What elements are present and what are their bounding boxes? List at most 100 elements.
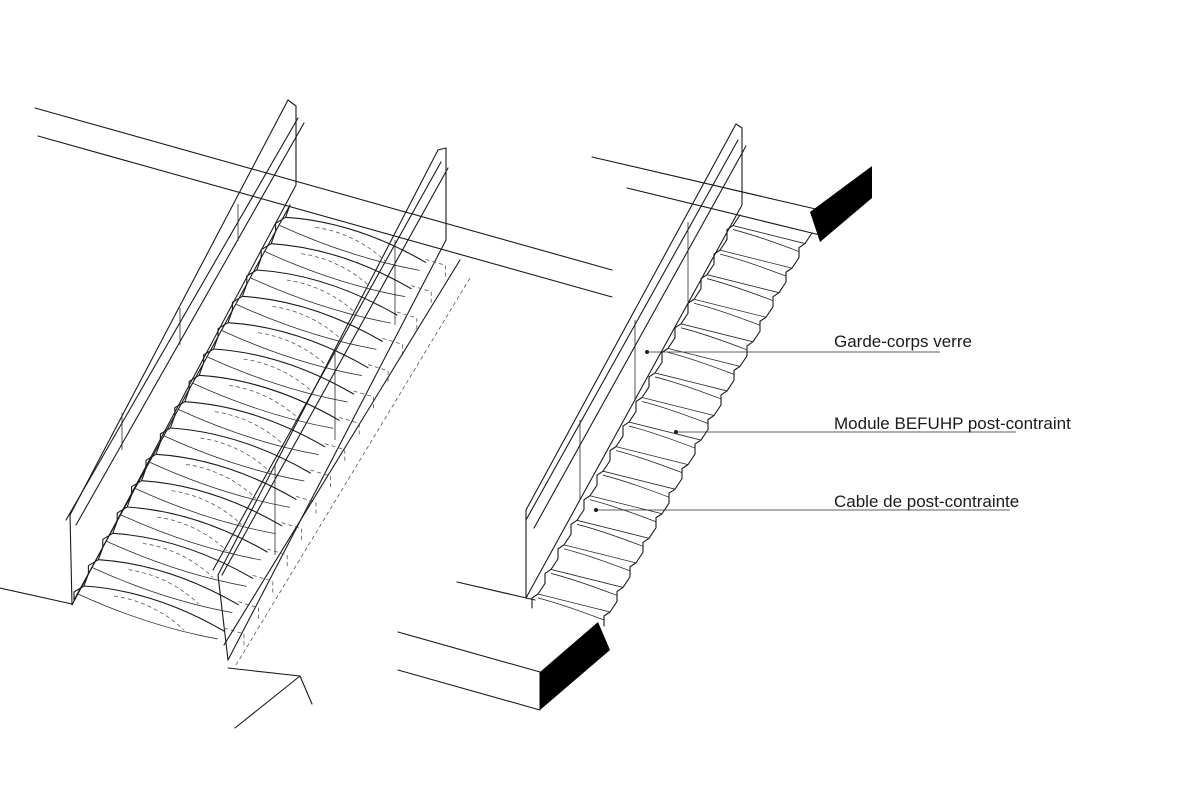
cable-line [693, 302, 761, 326]
lower-slab-outline [227, 667, 313, 705]
stair-tread-edge [589, 495, 663, 515]
cable-line [563, 548, 631, 572]
stair-profile-back [531, 214, 741, 609]
hidden-underside-line [238, 601, 259, 622]
stair-step-nosing [145, 441, 161, 469]
stair-step-nosing [203, 336, 219, 364]
stair-step-nosing [131, 467, 147, 496]
lower-slab-section [540, 622, 610, 710]
hidden-underside-line [425, 258, 446, 280]
stair-tread-edge [184, 401, 326, 448]
cable-line [537, 597, 605, 621]
stair-tread-edge [641, 397, 715, 416]
cable-line [628, 425, 696, 449]
stair-tread-curve [149, 461, 291, 508]
hidden-underside-line [295, 495, 317, 517]
right-stair [397, 123, 872, 711]
stair-tread-edge [563, 544, 637, 564]
hidden-cable-line [272, 305, 343, 341]
stair-tread-curve [92, 567, 233, 614]
upper-slab-edge-2 [626, 187, 821, 236]
label-module: Module BEFUHP post-contraint [834, 414, 1071, 433]
cable-line [550, 573, 618, 596]
hidden-cable-line [315, 226, 386, 262]
stair-tread-edge [213, 348, 355, 395]
stair-tread-edge [112, 532, 254, 579]
stair-tread-edge [155, 453, 297, 500]
hidden-underside-line [252, 574, 274, 596]
stair-tread-curve [106, 540, 247, 587]
lower-slab-outline [397, 631, 541, 711]
stair-tread-edge [719, 249, 793, 269]
handrail-left-inner [75, 122, 305, 526]
stair-step-nosing [87, 546, 104, 575]
stair-tread-edge [654, 372, 728, 392]
stair-step-nosing [275, 204, 291, 232]
stair-tread-edge [141, 480, 283, 527]
stair-tread-edge [693, 298, 767, 318]
stair-tread-edge [285, 216, 427, 263]
stair-tread-edge [227, 322, 369, 369]
stair-stringer-right [223, 259, 461, 646]
cable-line [589, 499, 657, 523]
stair-tread-edge [628, 421, 702, 441]
hidden-cable-line [286, 279, 358, 315]
cable-line [719, 253, 787, 277]
stair-tread-edge [169, 427, 311, 474]
stair-tread-curve [236, 303, 377, 350]
stair-step-nosing [246, 257, 262, 285]
stair-tread-curve [164, 435, 305, 482]
stair-step-nosing [231, 283, 248, 311]
stair-step-nosing [116, 494, 133, 522]
stair-tread-curve [250, 277, 391, 324]
stair-tread-edge [270, 243, 412, 290]
stair-tread-edge [537, 593, 611, 613]
hidden-cable-line [128, 569, 199, 604]
stair-tread-curve [221, 330, 363, 377]
stair-tread-edge [680, 323, 754, 343]
handrail-left-outer [65, 117, 299, 521]
hidden-underside-line [310, 469, 331, 490]
cable-line [576, 523, 644, 547]
stair-step-nosing [260, 230, 277, 259]
stair-tread-edge [83, 585, 225, 632]
lower-slab-edge-2 [234, 675, 301, 729]
stair-step-nosing [102, 520, 118, 548]
hidden-cable-line [257, 332, 329, 367]
stair-step-nosing [188, 362, 205, 390]
upper-slab-edge-1 [34, 107, 613, 271]
cable-line [732, 229, 800, 252]
stair-stringer-left [73, 204, 291, 601]
left-stair [0, 99, 613, 729]
stair-hidden-edge [235, 277, 471, 666]
stair-profile-front [603, 232, 813, 627]
glass-railing-left [69, 99, 297, 606]
hidden-cable-line [185, 463, 257, 499]
hidden-underside-line [353, 390, 374, 411]
hidden-cable-line [301, 253, 372, 288]
stair-tread-edge [615, 446, 689, 466]
stair-tread-edge [256, 269, 398, 316]
stair-step-nosing [159, 415, 176, 443]
hidden-cable-line [142, 542, 214, 578]
hidden-underside-line [267, 548, 288, 569]
cable-line [641, 401, 709, 424]
stair-tread-edge [241, 295, 383, 342]
cable-line [615, 450, 683, 473]
stair-tread-edge [732, 225, 806, 244]
hidden-underside-line [339, 416, 360, 438]
stair-tread-curve [121, 514, 262, 561]
stair-tread-edge [667, 347, 741, 367]
stair-tread-curve [207, 356, 348, 403]
upper-slab-section [810, 166, 872, 242]
hidden-underside-line [396, 311, 418, 332]
hidden-underside-line [411, 285, 432, 306]
hidden-cable-line [243, 358, 314, 394]
stair-tread-curve [265, 251, 406, 298]
stair-tread-edge [576, 519, 650, 539]
hidden-underside-line [367, 364, 389, 385]
stair-tread-edge [602, 470, 676, 490]
stair-step-nosing [73, 573, 89, 601]
stair-tread-curve [193, 382, 334, 429]
cable-line [680, 327, 748, 351]
